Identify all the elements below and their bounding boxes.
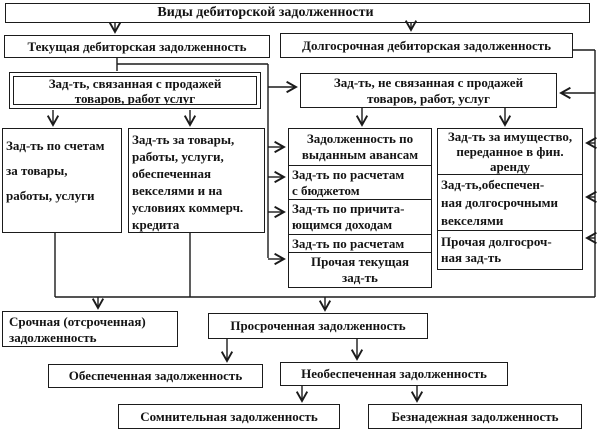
node-bad-debt: Безнадежная задолженность	[368, 404, 582, 429]
list-item-finance-lease: Зад-ть за имущество, переданное в фин. а…	[438, 129, 582, 175]
node-root: Виды дебиторской задолженности	[5, 3, 590, 23]
list-item-accrued-income: Зад-ть по причита- ющимся доходам	[289, 200, 431, 235]
list-long-term: Зад-ть за имущество, переданное в фин. а…	[437, 128, 583, 270]
node-doubtful: Сомнительная задолженность	[118, 404, 340, 429]
list-item-other-longterm: Прочая долгосроч- ная зад-ть	[441, 233, 552, 265]
node-current-receivables: Текущая дебиторская задолженность	[4, 35, 270, 58]
list-item-settlements: Зад-ть по расчетам	[289, 235, 431, 253]
node-urgent-deferred: Срочная (отсроченная) задолженность	[2, 311, 178, 347]
node-overdue: Просроченная задолженность	[208, 313, 428, 339]
node-longterm-receivables: Долгосрочная дебиторская задолженность	[280, 33, 573, 58]
list-item-other-current: Прочая текущая зад-ть	[310, 253, 410, 285]
list-item-longterm-notes: Зад-ть,обеспечен- ная долгосрочными векс…	[438, 175, 582, 231]
list-current-non-sales: Задолженность по выданным авансам Зад-ть…	[288, 128, 432, 288]
node-secured-by-notes: Зад-ть за товары, работы, услуги, обеспе…	[128, 128, 265, 233]
list-item-advances-given: Задолженность по выданным авансам	[289, 129, 431, 166]
node-accounts-for-goods: Зад-ть по счетам за товары, работы, услу…	[2, 128, 122, 233]
node-non-sales-related: Зад-ть, не связанная с продажей товаров,…	[300, 73, 557, 108]
node-unsecured: Необеспеченная задолженность	[280, 362, 508, 386]
node-secured: Обеспеченная задолженность	[48, 364, 263, 388]
list-item-budget-settlements: Зад-ть по расчетам с бюджетом	[289, 166, 431, 200]
node-sales-related: Зад-ть, связанная с продажей товаров, ра…	[9, 72, 261, 109]
